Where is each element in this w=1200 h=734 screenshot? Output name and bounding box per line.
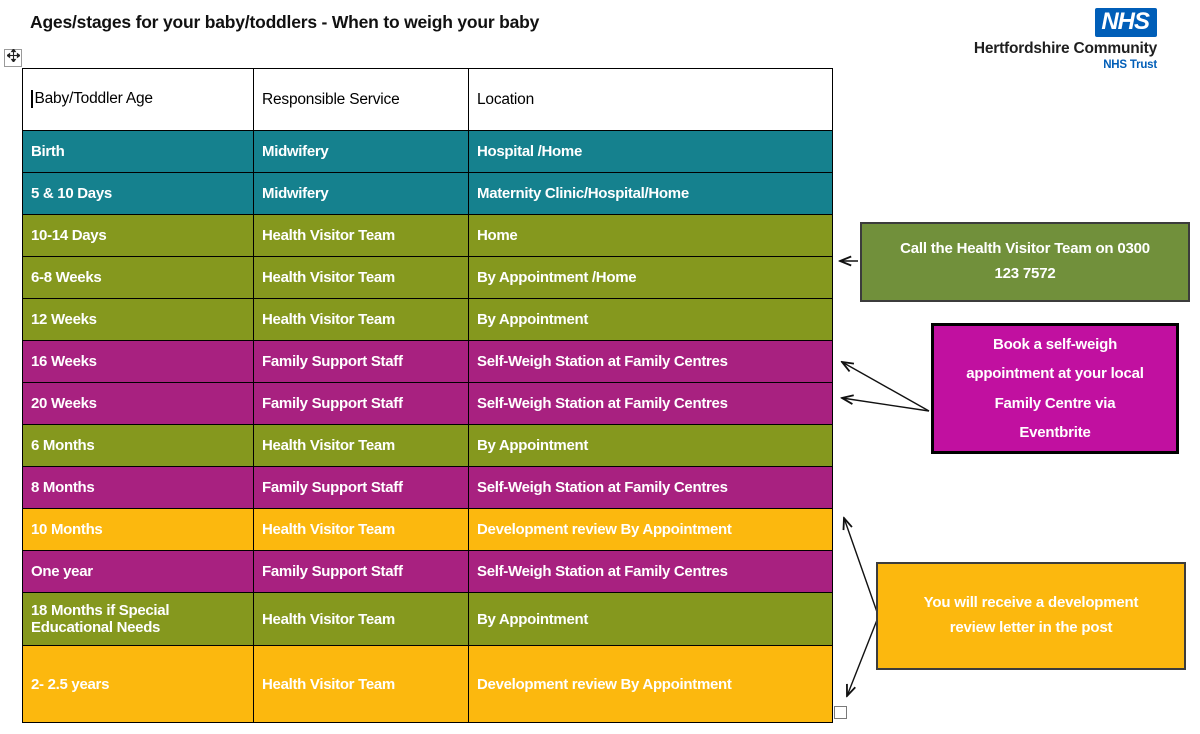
cell-service[interactable]: Family Support Staff — [253, 550, 469, 593]
callout-self-weigh-text: Book a self-weigh appointment at your lo… — [966, 336, 1144, 441]
cell-service[interactable]: Health Visitor Team — [253, 508, 469, 551]
cell-service[interactable]: Health Visitor Team — [253, 256, 469, 299]
cell-service[interactable]: Health Visitor Team — [253, 645, 469, 723]
cell-location[interactable]: By Appointment — [468, 592, 833, 646]
cell-age[interactable]: 16 Weeks — [22, 340, 254, 383]
cell-location[interactable]: Self-Weigh Station at Family Centres — [468, 550, 833, 593]
cell-age[interactable]: Birth — [22, 130, 254, 173]
cell-age[interactable]: 6 Months — [22, 424, 254, 467]
cell-location[interactable]: Development review By Appointment — [468, 645, 833, 723]
nhs-logo: NHS Hertfordshire Community NHS Trust — [933, 8, 1157, 71]
nhs-trust-label: NHS Trust — [1103, 59, 1157, 71]
cell-service[interactable]: Health Visitor Team — [253, 424, 469, 467]
nhs-logo-box: NHS — [1095, 8, 1157, 37]
cell-location[interactable]: By Appointment /Home — [468, 256, 833, 299]
cell-service[interactable]: Family Support Staff — [253, 466, 469, 509]
header-age[interactable]: Baby/Toddler Age — [22, 68, 254, 131]
cell-age[interactable]: 10 Months — [22, 508, 254, 551]
cell-service[interactable]: Family Support Staff — [253, 382, 469, 425]
cell-location[interactable]: Hospital /Home — [468, 130, 833, 173]
cell-service[interactable]: Midwifery — [253, 172, 469, 215]
arrow-self-weigh-16w — [842, 362, 930, 412]
cell-age[interactable]: 12 Weeks — [22, 298, 254, 341]
cell-age[interactable]: One year — [22, 550, 254, 593]
header-service[interactable]: Responsible Service — [253, 68, 469, 131]
cell-service[interactable]: Health Visitor Team — [253, 214, 469, 257]
cell-location[interactable]: Home — [468, 214, 833, 257]
cell-service[interactable]: Health Visitor Team — [253, 592, 469, 646]
arrow-dev-review-10m — [844, 518, 878, 613]
cell-location[interactable]: Maternity Clinic/Hospital/Home — [468, 172, 833, 215]
table-move-handle[interactable] — [4, 48, 22, 67]
cell-service[interactable]: Midwifery — [253, 130, 469, 173]
move-icon — [5, 48, 21, 67]
cell-location[interactable]: Development review By Appointment — [468, 508, 833, 551]
callout-health-visitor[interactable]: Call the Health Visitor Team on 0300 123… — [860, 222, 1190, 302]
arrow-self-weigh-20w — [842, 398, 930, 412]
table-header-row: Baby/Toddler Age Responsible Service Loc… — [22, 68, 833, 131]
cell-location[interactable]: By Appointment — [468, 298, 833, 341]
callout-self-weigh[interactable]: Book a self-weigh appointment at your lo… — [931, 323, 1179, 454]
arrow-dev-review-2y — [847, 619, 878, 696]
cell-location[interactable]: Self-Weigh Station at Family Centres — [468, 382, 833, 425]
callout-health-visitor-text: Call the Health Visitor Team on 0300 123… — [900, 240, 1150, 282]
cell-age[interactable]: 5 & 10 Days — [22, 172, 254, 215]
cell-service[interactable]: Health Visitor Team — [253, 298, 469, 341]
text-cursor — [31, 90, 33, 109]
cell-location[interactable]: Self-Weigh Station at Family Centres — [468, 340, 833, 383]
header-location[interactable]: Location — [468, 68, 833, 131]
cell-age[interactable]: 6-8 Weeks — [22, 256, 254, 299]
page-title: Ages/stages for your baby/toddlers - Whe… — [30, 12, 540, 32]
cell-age[interactable]: 18 Months if Special Educational Needs — [22, 592, 254, 646]
callout-development-review-text: You will receive a development review le… — [923, 594, 1139, 636]
cell-service[interactable]: Family Support Staff — [253, 340, 469, 383]
callout-development-review[interactable]: You will receive a development review le… — [876, 562, 1186, 670]
cell-age[interactable]: 20 Weeks — [22, 382, 254, 425]
cell-location[interactable]: By Appointment — [468, 424, 833, 467]
cell-location[interactable]: Self-Weigh Station at Family Centres — [468, 466, 833, 509]
table-resize-handle[interactable] — [834, 706, 847, 719]
cell-age[interactable]: 10-14 Days — [22, 214, 254, 257]
ages-stages-table: Baby/Toddler Age Responsible Service Loc… — [22, 68, 833, 723]
nhs-org-name: Hertfordshire Community — [973, 40, 1157, 57]
cell-age[interactable]: 2- 2.5 years — [22, 645, 254, 723]
cell-age[interactable]: 8 Months — [22, 466, 254, 509]
